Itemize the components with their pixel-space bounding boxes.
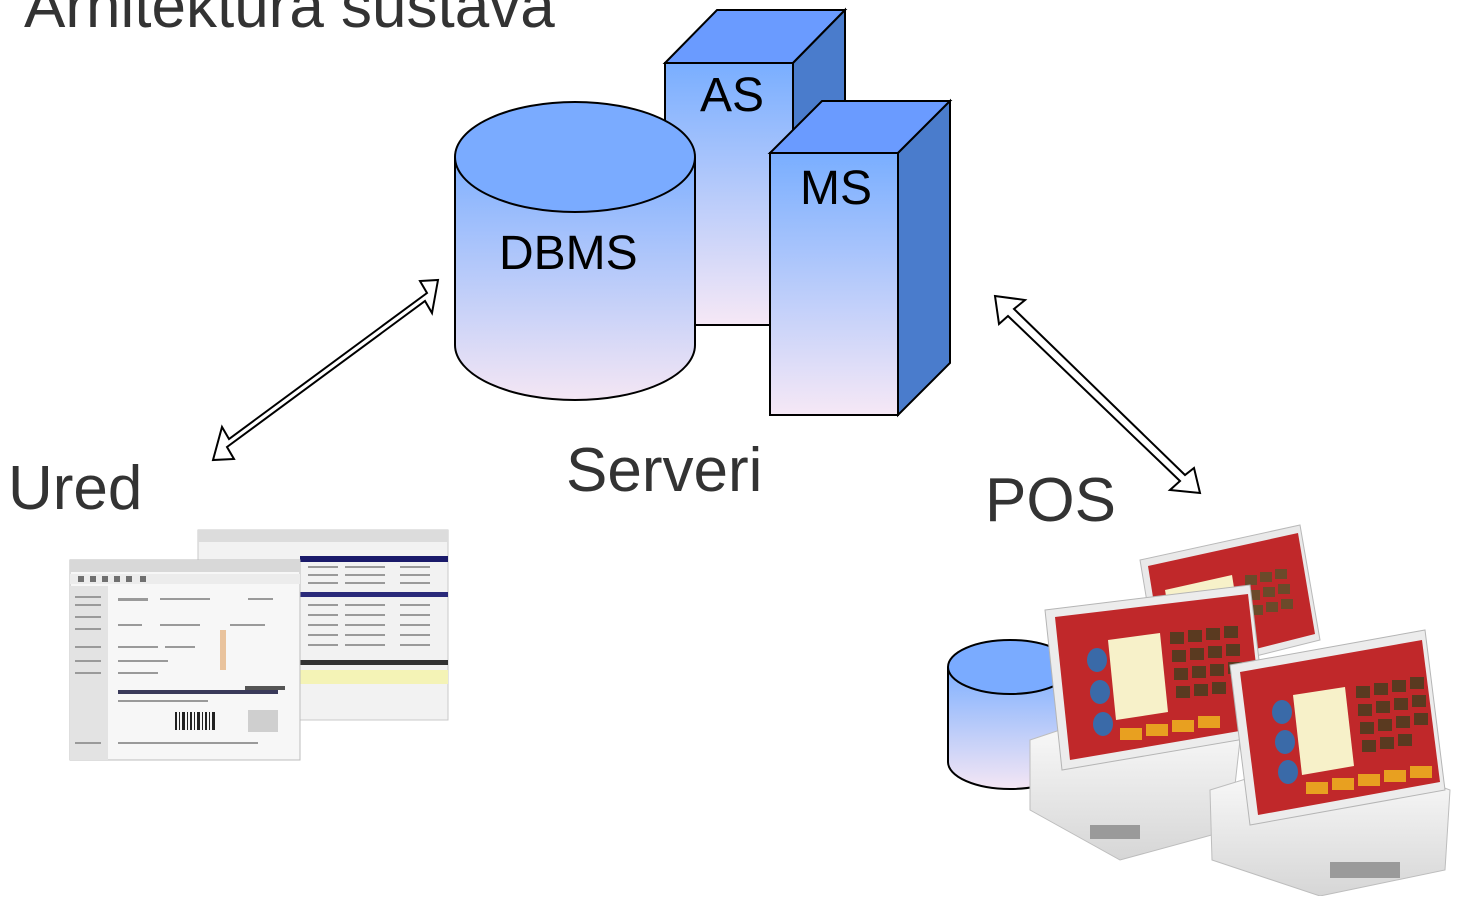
database-cylinder [454, 101, 696, 401]
server-pos-arrow [993, 294, 1202, 495]
pos-label: POS [985, 466, 1116, 535]
servers-group-label: Serveri [566, 436, 763, 505]
pos-terminal-left [1029, 584, 1269, 861]
application-server-label: AS [700, 69, 765, 122]
pos-terminal-right [1209, 629, 1451, 897]
office-label: Ured [8, 454, 143, 523]
mail-server-label: MS [800, 162, 872, 215]
office-screens-illustration [69, 529, 449, 761]
diagram-title: Arhitektura sustava [24, 0, 555, 41]
database-label: DBMS [499, 227, 638, 280]
mail-server-box [767, 98, 953, 418]
ured-dbms-arrow [211, 278, 440, 462]
